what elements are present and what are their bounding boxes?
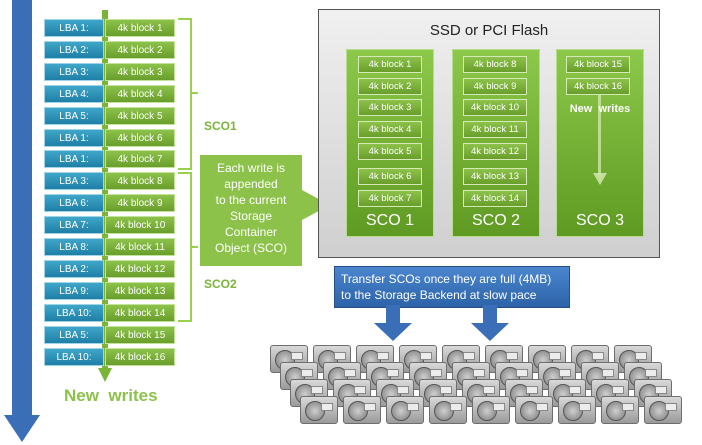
append-line: to the current [215,193,287,207]
sco2-bracket-tick [190,246,198,248]
lba-label: LBA 4: [44,85,104,103]
lba-label: LBA 1: [44,129,104,147]
lba-label: LBA 1: [44,150,104,168]
hard-drive-icon [558,396,596,424]
sco-block: 4k block 10 [463,99,527,116]
lba-label: LBA 9: [44,282,104,300]
lba-label: LBA 10: [44,348,104,366]
append-line: Each write is [216,161,286,175]
hard-drive-icon [644,396,682,424]
write-block: 4k block 13 [105,282,175,300]
sco1-bracket-tick [190,92,198,94]
write-block: 4k block 9 [105,194,175,212]
lba-label: LBA 5: [44,326,104,344]
sco-block: 4k block 7 [358,190,422,207]
sco-block: 4k block 8 [463,56,527,73]
write-block: 4k block 1 [105,19,175,37]
sco3-new-writes-label: New writes [569,103,631,115]
sco1-bracket [178,18,192,170]
sco-block: 4k block 16 [566,78,630,95]
sco-block: 4k block 4 [358,121,422,138]
hard-drive-icon [429,396,467,424]
lba-label: LBA 10: [44,304,104,322]
lba-label: LBA 3: [44,63,104,81]
lba-label: LBA 6: [44,194,104,212]
sco-block: 4k block 5 [358,143,422,160]
sco-block: 4k block 2 [358,78,422,95]
sco-block: 4k block 13 [463,168,527,185]
write-block: 4k block 11 [105,238,175,256]
sco-block: 4k block 15 [566,56,630,73]
lba-label: LBA 2: [44,41,104,59]
append-line: Container [224,225,278,239]
hard-drive-icon [343,396,381,424]
lba-label: LBA 8: [44,238,104,256]
write-block: 4k block 7 [105,150,175,168]
hard-drive-icon [356,345,394,373]
flash-title: SSD or PCI Flash [429,22,549,39]
write-block: 4k block 15 [105,326,175,344]
sco1-column-label: SCO 1 [365,212,414,229]
transfer-line: to the Storage Backend at slow pace [341,288,537,302]
new-writes-arrow [98,10,112,382]
sco3-column-label: SCO 3 [575,212,624,229]
append-arrow [200,155,330,266]
sco-block: 4k block 6 [358,168,422,185]
write-block: 4k block 14 [105,304,175,322]
write-block: 4k block 12 [105,260,175,278]
sco2-column-label: SCO 2 [471,212,520,229]
lba-label: LBA 5: [44,107,104,125]
write-block: 4k block 6 [105,129,175,147]
append-line: Storage [229,209,273,223]
append-text: Each write is appended to the current St… [200,160,302,256]
append-line: Object (SCO) [214,241,287,255]
lba-label: LBA 3: [44,172,104,190]
sco-block: 4k block 11 [463,121,527,138]
hard-drive-icon [386,396,424,424]
sco1-label: SCO1 [204,119,237,133]
write-block: 4k block 8 [105,172,175,190]
new-writes-label: New writes [64,386,158,405]
append-line: appended [224,177,278,191]
sco-block: 4k block 12 [463,143,527,160]
write-block: 4k block 16 [105,348,175,366]
transfer-arrows [374,305,509,341]
write-block: 4k block 10 [105,216,175,234]
hard-drive-icon [601,396,639,424]
hard-drive-icon [515,396,553,424]
transfer-banner: Transfer SCOs once they are full (4MB) t… [334,266,570,308]
write-block: 4k block 2 [105,41,175,59]
timeline-arrow [4,0,40,442]
lba-label: LBA 1: [44,19,104,37]
lba-label: LBA 2: [44,260,104,278]
lba-label: LBA 7: [44,216,104,234]
hard-drive-icon [472,396,510,424]
sco-block: 4k block 1 [358,56,422,73]
write-block: 4k block 3 [105,63,175,81]
sco-block: 4k block 3 [358,99,422,116]
sco-block: 4k block 9 [463,78,527,95]
sco2-label: SCO2 [204,277,237,291]
hard-drive-icon [280,362,318,390]
write-block: 4k block 5 [105,107,175,125]
sco3-new-writes-arrow [593,95,607,185]
hard-drive-icon [300,396,338,424]
sco-block: 4k block 14 [463,190,527,207]
transfer-line: Transfer SCOs once they are full (4MB) [341,272,552,286]
write-block: 4k block 4 [105,85,175,103]
